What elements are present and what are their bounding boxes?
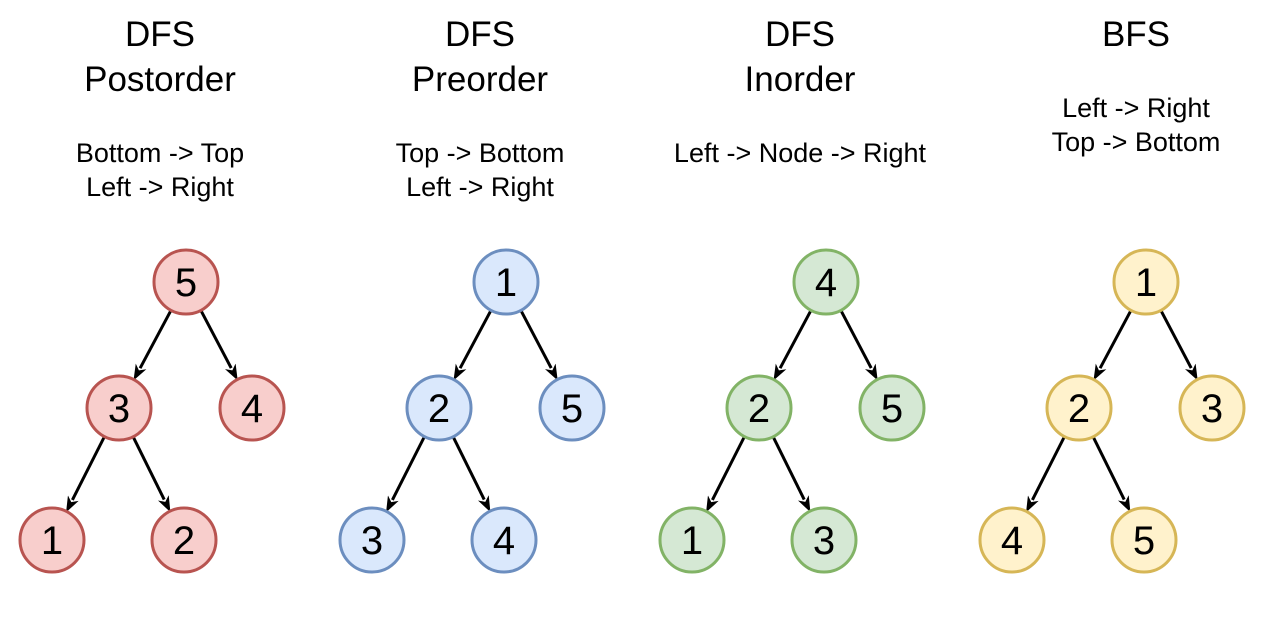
tree-node-right-value: 5	[561, 387, 583, 431]
tree-node-left-left	[978, 506, 1046, 574]
tree-edge-root-left	[453, 309, 493, 381]
column-dfs-preorder: DFS Preorder Top -> Bottom Left -> Right…	[320, 0, 640, 617]
subtitle-line-1: Bottom -> Top	[75, 138, 245, 168]
title-line-1: DFS	[765, 15, 835, 54]
tree-node-left-right-value: 3	[813, 519, 835, 563]
tree-edge-left-right	[451, 436, 491, 513]
column-title: BFS	[976, 12, 1280, 57]
title-line-1: DFS	[125, 15, 195, 54]
subtitle-line-2: Left -> Right	[406, 172, 554, 202]
tree-node-left-left-value: 4	[1001, 519, 1023, 563]
column-dfs-inorder: DFS Inorder Left -> Node -> Right 4 2 5 …	[640, 0, 960, 617]
column-title: DFS Preorder	[320, 12, 640, 102]
tree-node-right	[1178, 374, 1246, 442]
tree-bfs: 1 2 3 4 5	[978, 248, 1246, 574]
tree-node-right-value: 3	[1201, 387, 1223, 431]
column-subtitle: Bottom -> Top Left -> Right	[0, 136, 320, 204]
column-subtitle: Top -> Bottom Left -> Right	[320, 136, 640, 204]
tree-node-left-left-value: 1	[41, 519, 63, 563]
column-subtitle: Left -> Node -> Right	[640, 136, 960, 170]
tree-edge-root-right	[519, 309, 558, 381]
tree-edge-left-right	[1091, 436, 1131, 513]
tree-node-left-right	[470, 506, 538, 574]
column-dfs-postorder: DFS Postorder Bottom -> Top Left -> Righ…	[0, 0, 320, 617]
tree-node-left-value: 2	[748, 387, 770, 431]
tree-node-root	[152, 248, 220, 316]
tree-edge-root-right	[199, 309, 238, 381]
tree-edge-root-right	[839, 309, 878, 381]
tree-inorder: 4 2 5 1 3	[658, 248, 926, 574]
tree-node-right	[858, 374, 926, 442]
tree-node-left	[85, 374, 153, 442]
tree-edge-root-left	[1093, 309, 1133, 381]
tree-node-left-right	[790, 506, 858, 574]
tree-node-left-right-value: 4	[493, 519, 515, 563]
tree-node-right	[538, 374, 606, 442]
tree-node-right-value: 4	[241, 387, 263, 431]
tree-node-left-value: 3	[108, 387, 130, 431]
title-line-2: Postorder	[84, 60, 236, 99]
tree-edge-left-left	[706, 435, 746, 513]
column-title: DFS Inorder	[640, 12, 960, 102]
tree-node-left-left	[658, 506, 726, 574]
tree-node-left-right	[150, 506, 218, 574]
tree-node-root-value: 1	[495, 261, 517, 305]
tree-node-left-left-value: 3	[361, 519, 383, 563]
tree-edge-left-right	[771, 436, 811, 513]
tree-node-root	[1112, 248, 1180, 316]
tree-node-left-left-value: 1	[681, 519, 703, 563]
tree-edge-left-left	[386, 435, 426, 513]
tree-edge-left-left	[1026, 435, 1066, 513]
title-line-1: DFS	[445, 15, 515, 54]
tree-node-root	[472, 248, 540, 316]
tree-node-left	[405, 374, 473, 442]
subtitle-line-2: Top -> Bottom	[1051, 127, 1221, 157]
tree-node-root-value: 5	[175, 261, 197, 305]
tree-node-left-value: 2	[428, 387, 450, 431]
column-title: DFS Postorder	[0, 12, 320, 102]
tree-preorder: 1 2 5 3 4	[338, 248, 606, 574]
tree-postorder: 5 3 4 1 2	[18, 248, 286, 574]
tree-edge-root-left	[133, 309, 173, 381]
subtitle-line-1: Top -> Bottom	[395, 138, 565, 168]
subtitle-line-1: Left -> Node -> Right	[673, 138, 927, 168]
tree-node-root-value: 1	[1135, 261, 1157, 305]
tree-node-left	[725, 374, 793, 442]
tree-node-left-left	[18, 506, 86, 574]
tree-node-right	[218, 374, 286, 442]
title-line-1: BFS	[1101, 15, 1171, 54]
tree-node-left-left	[338, 506, 406, 574]
column-bfs: BFS Left -> Right Top -> Bottom 1 2 3 4 …	[960, 0, 1280, 617]
column-subtitle: Left -> Right Top -> Bottom	[976, 91, 1280, 159]
tree-node-left	[1045, 374, 1113, 442]
tree-edge-root-left	[773, 309, 813, 381]
title-line-2: Inorder	[744, 60, 856, 99]
tree-edge-left-left	[66, 435, 106, 513]
tree-node-left-right-value: 5	[1133, 519, 1155, 563]
tree-node-left-right	[1110, 506, 1178, 574]
tree-node-root	[792, 248, 860, 316]
tree-node-left-value: 2	[1068, 387, 1090, 431]
tree-node-right-value: 5	[881, 387, 903, 431]
tree-node-left-right-value: 2	[173, 519, 195, 563]
tree-edge-root-right	[1159, 309, 1198, 381]
tree-node-root-value: 4	[815, 261, 837, 305]
tree-edge-left-right	[131, 436, 171, 513]
subtitle-line-1: Left -> Right	[1062, 93, 1210, 123]
subtitle-line-2: Left -> Right	[86, 172, 234, 202]
title-line-2: Preorder	[411, 60, 549, 99]
